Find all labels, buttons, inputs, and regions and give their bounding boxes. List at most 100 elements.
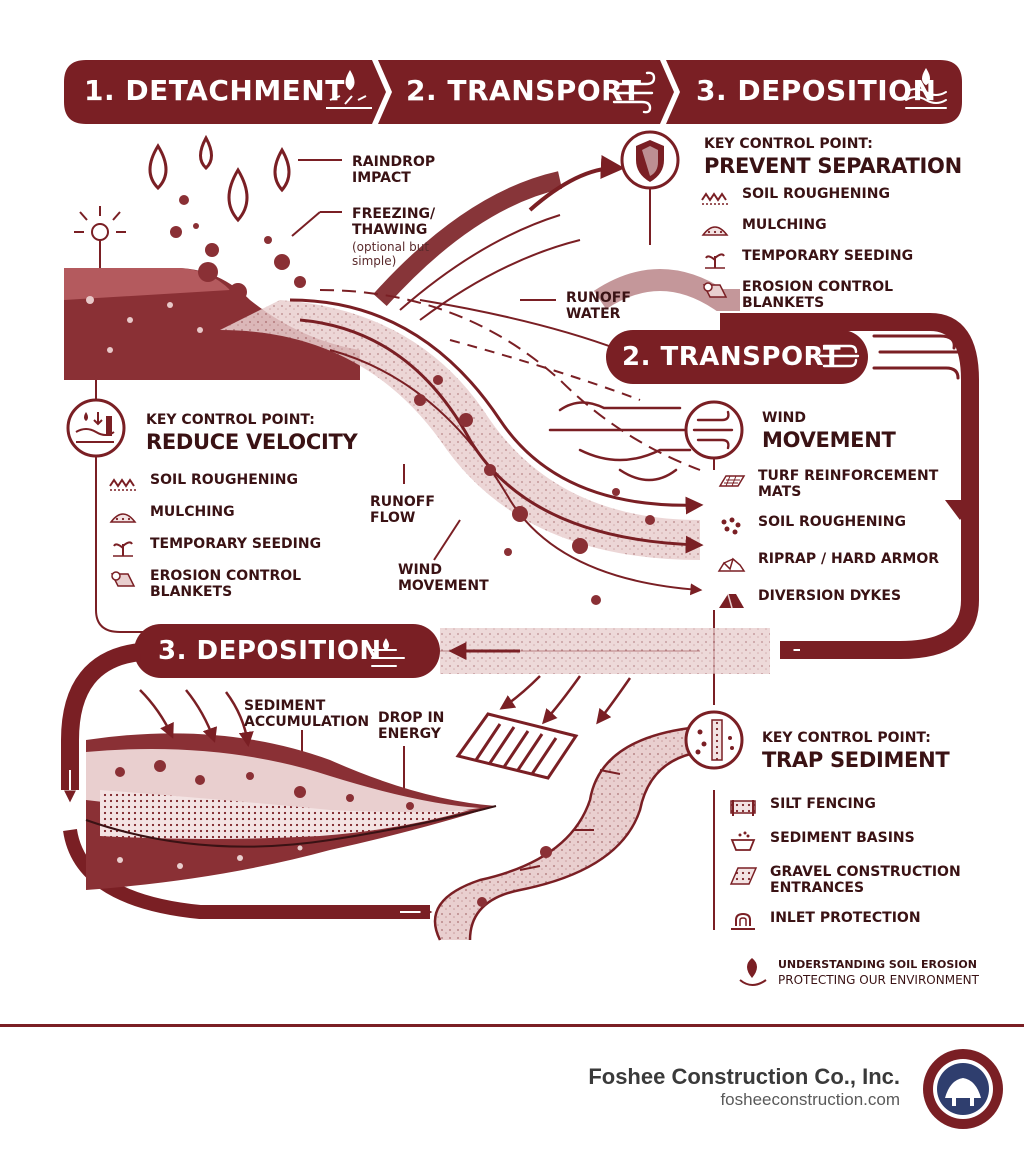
list-item-label: SOIL ROUGHENING <box>150 472 298 488</box>
list-item: INLET PROTECTION <box>728 910 921 932</box>
list-item-label: TEMPORARY SEEDING <box>150 536 322 552</box>
dots-icon <box>721 517 741 535</box>
rough-soil-icon <box>701 192 728 205</box>
reduce-kcp-title: KEY CONTROL POINT: <box>146 412 315 428</box>
deposition-stage-title: 3. DEPOSITION <box>158 636 382 666</box>
prevent-measures-list: SOIL ROUGHENING MULCHING TEMPORARY SEEDI… <box>700 186 1000 316</box>
list-item: EROSION CONTROL BLANKETS <box>700 279 893 311</box>
wind-medallion-icon <box>684 400 744 460</box>
blanket-roll-icon <box>702 282 728 298</box>
mulch-icon <box>109 513 137 523</box>
list-item-label: GRAVEL CONSTRUCTION ENTRANCES <box>770 864 961 896</box>
list-item-label: SOIL ROUGHENING <box>742 186 890 202</box>
basin-icon <box>730 831 756 851</box>
reduce-measures-list: SOIL ROUGHENING MULCHING TEMPORARY SEEDI… <box>108 472 348 604</box>
winding-stream <box>433 726 701 941</box>
list-item-label: SILT FENCING <box>770 796 876 812</box>
company-seal-logo <box>923 1049 1003 1129</box>
list-item-label: SOIL ROUGHENING <box>758 514 906 530</box>
runoff-stream <box>220 289 704 605</box>
runoff-water-label: RUNOFF WATER <box>566 290 631 322</box>
company-name: Foshee Construction Co., Inc. <box>588 1064 900 1089</box>
banner-step-transport: 2. TRANSPORT <box>406 74 642 107</box>
mulch-icon <box>701 226 729 236</box>
deposition-pill <box>134 624 440 678</box>
freezing-thawing-label: FREEZING/ THAWING <box>352 206 436 238</box>
freezing-note-label: (optional but simple) <box>352 240 430 268</box>
seedling-icon <box>113 541 133 557</box>
prevent-kcp-title: KEY CONTROL POINT: <box>704 136 873 152</box>
raindrop-icons <box>148 134 291 223</box>
list-item-label: EROSION CONTROL BLANKETS <box>742 279 894 311</box>
tagline-line1: UNDERSTANDING SOIL EROSION <box>778 958 977 971</box>
list-item: SILT FENCING <box>728 796 876 818</box>
wind-kcp-title: WIND <box>762 410 806 426</box>
turf-mat-icon <box>718 475 746 487</box>
list-item-label: DIVERSION DYKES <box>758 588 902 604</box>
list-item-label: EROSION CONTROL BLANKETS <box>150 568 302 600</box>
banner-step-deposition: 3. DEPOSITION <box>696 74 937 107</box>
blanket-roll-icon <box>110 571 136 587</box>
wind-icon <box>612 71 656 114</box>
banner-step-detachment: 1. DETACHMENT <box>84 74 345 107</box>
rough-soil-icon <box>109 478 136 491</box>
inlet-icon <box>731 912 755 930</box>
list-item-label: MULCHING <box>742 217 827 233</box>
list-item-label: RIPRAP / HARD ARMOR <box>758 551 940 567</box>
list-item-label: TURF REINFORCEMENT MATS <box>758 468 939 500</box>
silt-fence-icon <box>730 800 756 816</box>
splash-icon <box>326 70 372 109</box>
tagline-line2: PROTECTING OUR ENVIRONMENT <box>778 973 979 987</box>
list-item: GRAVEL CONSTRUCTION ENTRANCES <box>728 864 961 896</box>
list-item: MULCHING <box>108 504 235 526</box>
list-item-label: INLET PROTECTION <box>770 910 921 926</box>
water-drop-icon <box>905 68 947 109</box>
storm-grate-icon <box>455 712 579 780</box>
sediment-layers <box>85 733 497 890</box>
prevent-kcp-name: PREVENT SEPARATION <box>704 154 962 178</box>
raindrop-impact-label: RAINDROP IMPACT <box>352 154 436 186</box>
list-item: DIVERSION DYKES <box>716 588 901 610</box>
trap-kcp-name: TRAP SEDIMENT <box>762 748 950 772</box>
dyke-icon <box>719 593 744 609</box>
shield-icon <box>620 130 680 190</box>
wind-kcp-name: MOVEMENT <box>762 428 896 452</box>
list-item: RIPRAP / HARD ARMOR <box>716 551 939 573</box>
wind-measures-list: TURF REINFORCEMENT MATS SOIL ROUGHENING … <box>716 468 1006 610</box>
reduce-kcp-name: REDUCE VELOCITY <box>146 430 358 454</box>
top-banner <box>64 60 962 124</box>
list-item: SEDIMENT BASINS <box>728 830 915 852</box>
leaf-logo-icon <box>739 958 767 986</box>
list-item: MULCHING <box>700 217 827 239</box>
list-item: SOIL ROUGHENING <box>716 514 906 536</box>
list-item: TEMPORARY SEEDING <box>108 536 321 558</box>
list-item: SOIL ROUGHENING <box>108 472 298 494</box>
soil-bank <box>64 268 360 380</box>
trap-kcp-title: KEY CONTROL POINT: <box>762 730 931 746</box>
list-item-label: SEDIMENT BASINS <box>770 830 915 846</box>
list-item-label: TEMPORARY SEEDING <box>742 248 914 264</box>
wind-lines <box>548 401 692 482</box>
company-website[interactable]: fosheeconstruction.com <box>720 1090 900 1109</box>
footer-divider <box>0 1024 1024 1027</box>
list-item: SOIL ROUGHENING <box>700 186 890 208</box>
drop-in-energy-label: DROP IN ENERGY <box>378 710 445 742</box>
riprap-icon <box>717 557 746 572</box>
runoff-flow-label: RUNOFF FLOW <box>370 494 435 526</box>
transport-stage-title: 2. TRANSPORT <box>622 342 842 372</box>
velocity-medallion-icon <box>66 398 126 458</box>
gravel-icon <box>729 867 758 885</box>
list-item-label: MULCHING <box>150 504 235 520</box>
transport-pill <box>606 330 960 384</box>
seedling-icon <box>705 253 725 269</box>
sediment-accumulation-label: SEDIMENT ACCUMULATION <box>244 698 370 730</box>
trap-measures-list: SILT FENCING SEDIMENT BASINS GRAVEL CONS… <box>728 796 1008 936</box>
list-item: TEMPORARY SEEDING <box>700 248 913 270</box>
list-item: TURF REINFORCEMENT MATS <box>716 468 938 500</box>
filter-medallion-icon <box>684 710 744 770</box>
wind-movement-label: WIND MOVEMENT <box>398 562 489 594</box>
list-item: EROSION CONTROL BLANKETS <box>108 568 301 600</box>
sun-icon <box>74 206 126 268</box>
